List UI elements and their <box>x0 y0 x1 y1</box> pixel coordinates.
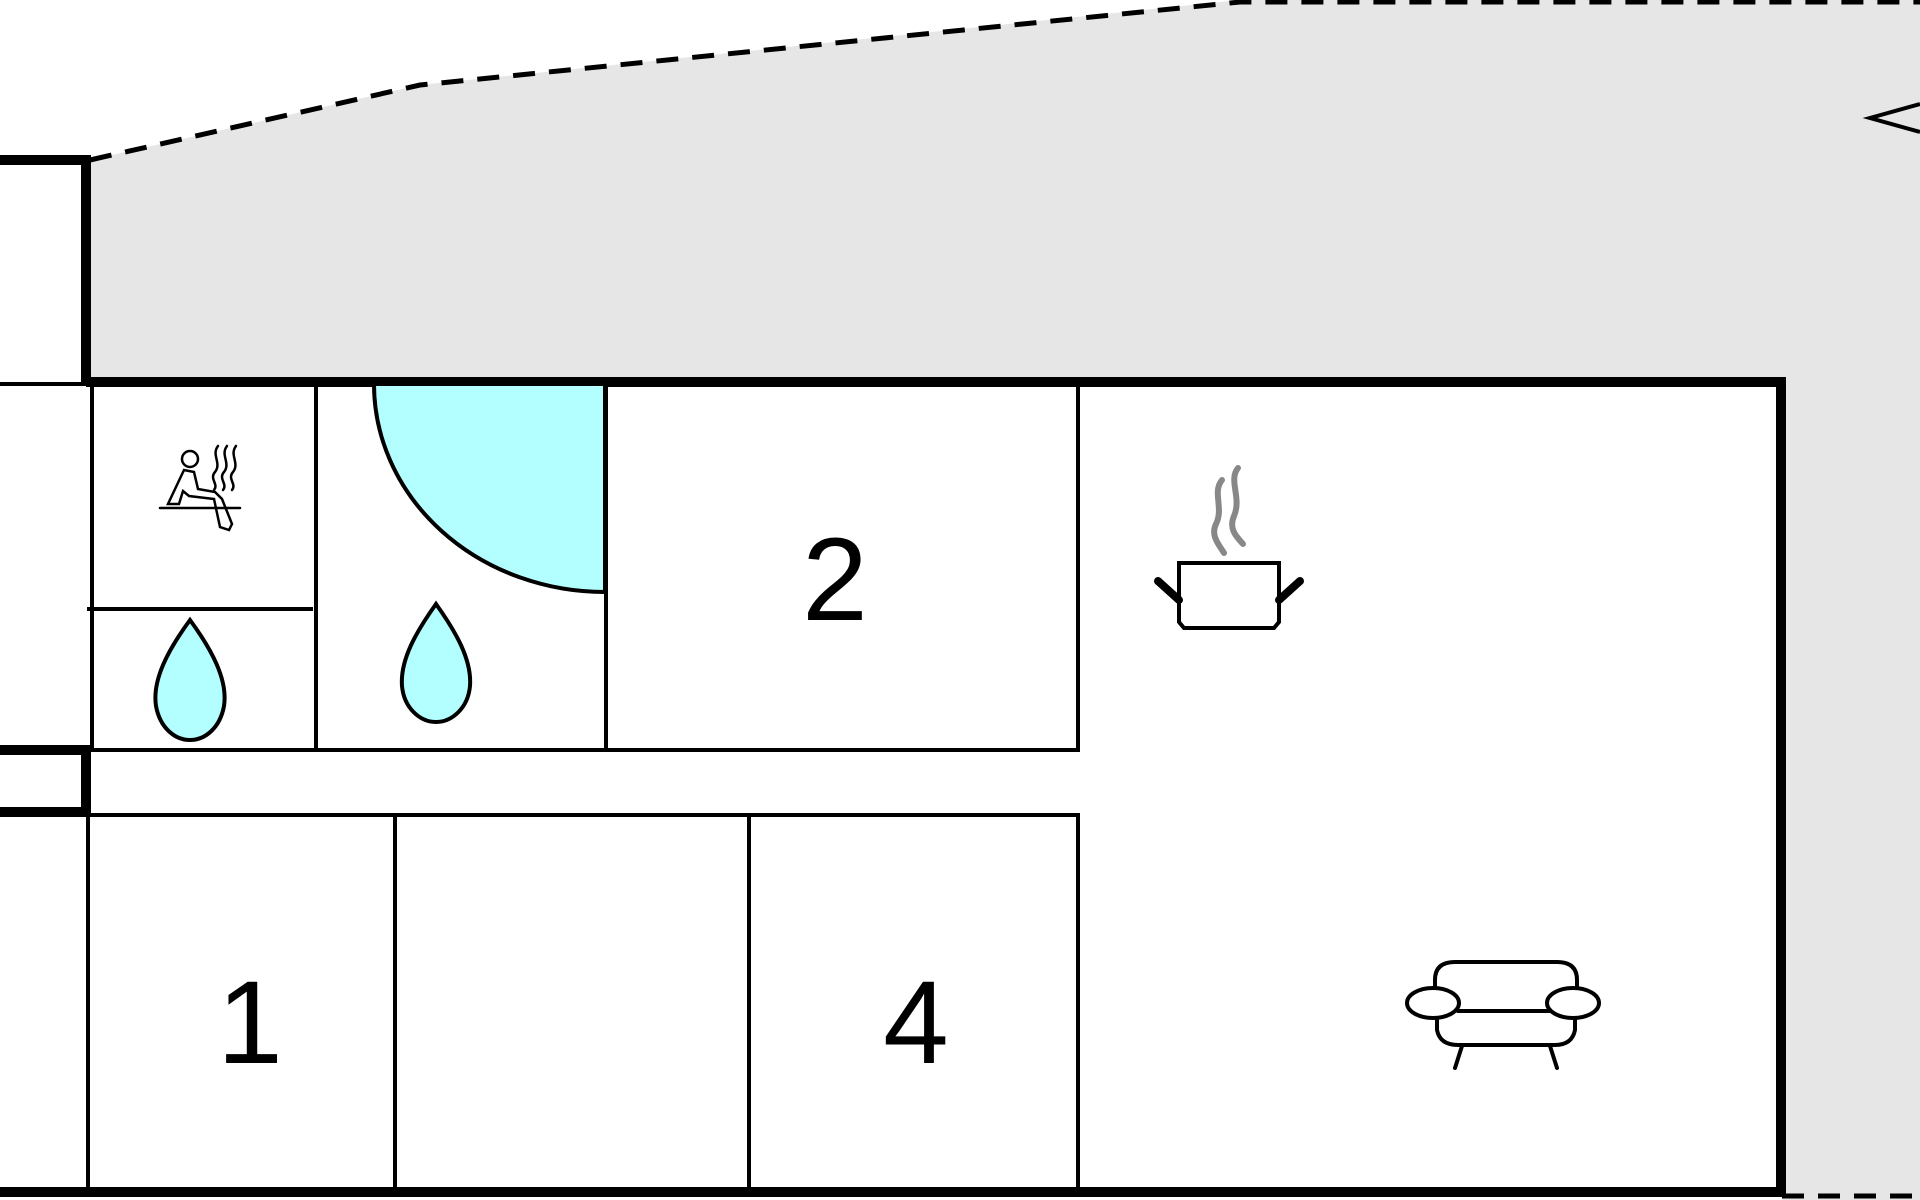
water-drop-icon <box>153 616 227 743</box>
room-label-2: 2 <box>802 514 868 646</box>
room-label-1: 1 <box>217 957 283 1089</box>
water-drop-icon <box>399 600 473 725</box>
outer-wall-left-stub <box>0 745 91 817</box>
outer-wall-main <box>0 377 1786 1197</box>
interior-walls <box>0 382 1080 1192</box>
sauna-icon <box>158 444 242 532</box>
sofa-icon <box>1405 960 1601 1070</box>
cooking-pot-icon <box>1154 465 1304 630</box>
terrace-area <box>90 0 1920 1200</box>
outer-wall-left-annex <box>0 155 91 382</box>
entrance-arrow-icon <box>1862 102 1920 134</box>
corner-bath <box>371 382 607 595</box>
room-label-4: 4 <box>883 957 949 1089</box>
